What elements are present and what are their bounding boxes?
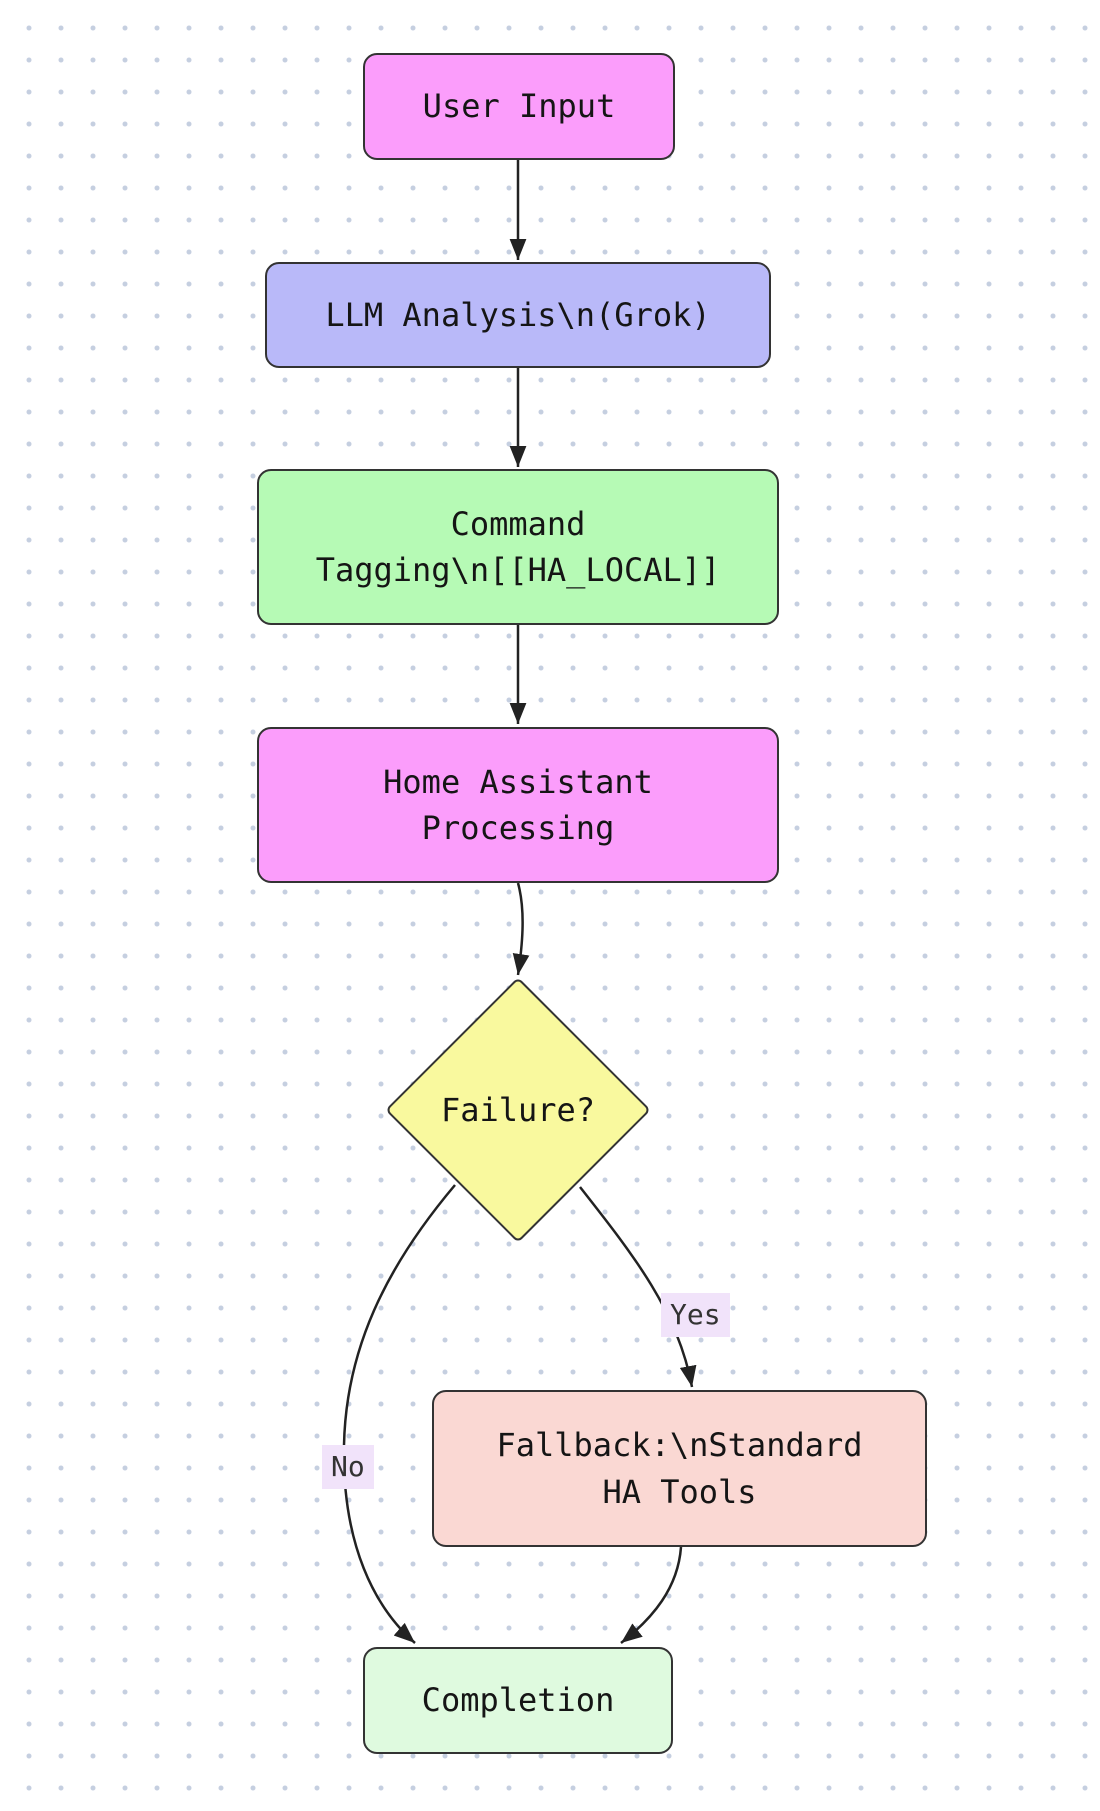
node-llm-analysis-label: LLM Analysis\n(Grok)	[325, 295, 711, 334]
edge-fallback-tools-to-completion	[620, 1546, 683, 1644]
node-user-input: User Input	[363, 53, 675, 160]
node-ha-processing-label-line1: Home Assistant	[383, 762, 653, 801]
node-user-input-label: User Input	[422, 87, 616, 126]
node-command-tagging-label-line2: Tagging\n[[HA_LOCAL]]	[315, 551, 721, 589]
edge-label-yes: Yes	[661, 1293, 730, 1338]
edge-failure-decision-to-completion	[342, 1184, 456, 1644]
node-failure-decision: Failure?	[385, 977, 651, 1243]
node-failure-decision-label: Failure?	[440, 1091, 596, 1129]
node-command-tagging-label-line1: Command	[450, 504, 586, 543]
node-fallback-tools-label-line1: Fallback:\nStandard	[496, 1426, 863, 1465]
node-completion-label: Completion	[421, 1681, 615, 1720]
edge-ha-processing-to-failure-decision	[512, 882, 530, 976]
node-ha-processing: Home Assistant Processing	[257, 727, 779, 883]
node-fallback-tools: Fallback:\nStandard HA Tools	[432, 1390, 927, 1547]
node-llm-analysis: LLM Analysis\n(Grok)	[265, 262, 771, 368]
node-command-tagging: Command Tagging\n[[HA_LOCAL]]	[257, 469, 779, 625]
node-fallback-tools-label-line2: HA Tools	[602, 1472, 757, 1511]
edge-label-no: No	[322, 1445, 374, 1490]
node-ha-processing-label-line2: Processing	[421, 809, 615, 847]
edge-failure-decision-to-fallback-tools	[579, 1186, 697, 1388]
node-completion: Completion	[363, 1647, 673, 1754]
